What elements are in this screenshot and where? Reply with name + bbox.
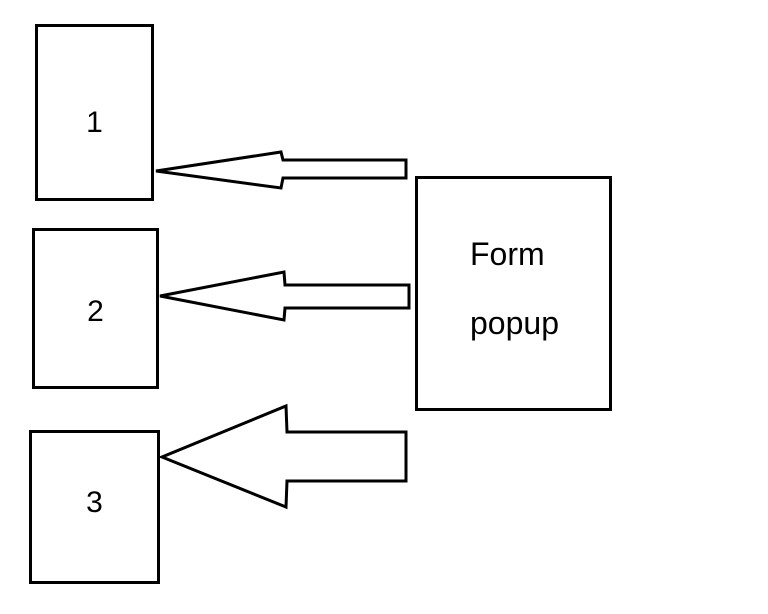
- target-box-3: 3: [29, 430, 160, 584]
- box-1-label: 1: [86, 106, 103, 139]
- box-3-label: 3: [86, 486, 103, 519]
- box-2-label: 2: [87, 295, 104, 328]
- form-popup-box: Form popup: [415, 176, 612, 411]
- arrow-to-box-3: [158, 403, 408, 510]
- form-popup-title-line-2: popup: [470, 305, 559, 341]
- target-box-1: 1: [35, 24, 154, 201]
- arrow-to-box-1: [155, 150, 408, 190]
- arrow-to-box-2: [159, 270, 411, 322]
- form-popup-title-line-1: Form: [470, 236, 545, 272]
- target-box-2: 2: [32, 228, 159, 389]
